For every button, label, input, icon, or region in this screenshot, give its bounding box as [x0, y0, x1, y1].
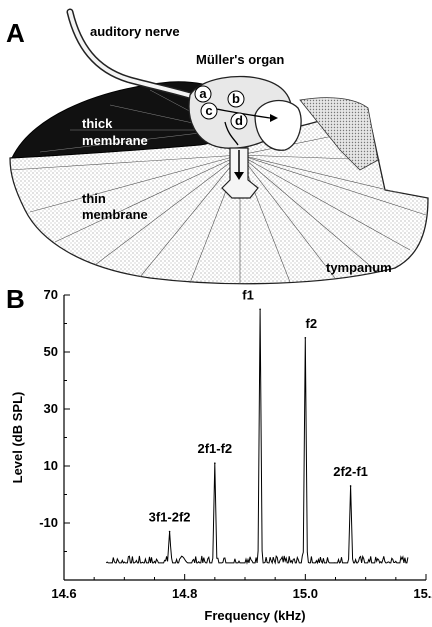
marker-b-text: b: [232, 91, 240, 106]
x-tick-label: 15.0: [293, 586, 318, 601]
chart-labels: 3f1-2f2 2f1-f2 f1 f2 2f2-f1: [149, 287, 368, 524]
y-tick-label: 50: [44, 344, 58, 359]
label-tympanum: tympanum: [326, 260, 392, 275]
label-thick-1: thick: [82, 116, 113, 131]
label-mullers-organ: Müller's organ: [196, 52, 284, 67]
label-thick-2: membrane: [82, 133, 148, 148]
peak-label-1: 2f1-f2: [197, 441, 232, 456]
x-axis-title: Frequency (kHz): [204, 608, 305, 623]
peak-point-0: [169, 531, 171, 533]
marker-d-text: d: [235, 113, 243, 128]
marker-b: b: [228, 91, 244, 107]
marker-a-text: a: [199, 86, 207, 101]
panel-a-illustration: a b c d auditory nerve Müller's organ th…: [0, 0, 432, 285]
y-tick-label: 70: [44, 287, 58, 302]
marker-c-text: c: [205, 103, 212, 118]
x-tick-label: 14.8: [172, 586, 197, 601]
y-tick-label: 10: [44, 458, 58, 473]
label-thin-1: thin: [82, 191, 106, 206]
chart-axes: -10 10 30 50 70 14.6 14.8 15.0 15.2Frequency (kH…: [10, 287, 432, 623]
y-tick-label: -10: [39, 515, 58, 530]
marker-c: c: [201, 103, 217, 119]
peak-label-0: 3f1-2f2: [149, 510, 191, 525]
label-auditory-nerve: auditory nerve: [90, 24, 180, 39]
label-thin-2: membrane: [82, 207, 148, 222]
peak-point-2: [259, 308, 261, 310]
marker-a: a: [195, 86, 211, 102]
spectrum-line: [106, 309, 408, 563]
peak-point-4: [350, 485, 352, 487]
peak-point-1: [214, 462, 216, 464]
peak-point-3: [305, 337, 307, 339]
chart-series: [106, 308, 408, 562]
x-tick-label: 15.2: [413, 586, 432, 601]
marker-d: d: [231, 113, 247, 129]
panel-b-letter: B: [6, 284, 25, 315]
peak-label-2: f1: [242, 287, 254, 302]
x-tick-label: 14.6: [51, 586, 76, 601]
y-tick-label: 30: [44, 401, 58, 416]
peak-label-4: 2f2-f1: [333, 464, 368, 479]
peak-label-3: f2: [306, 316, 318, 331]
y-axis-title: Level (dB SPL): [10, 392, 25, 484]
